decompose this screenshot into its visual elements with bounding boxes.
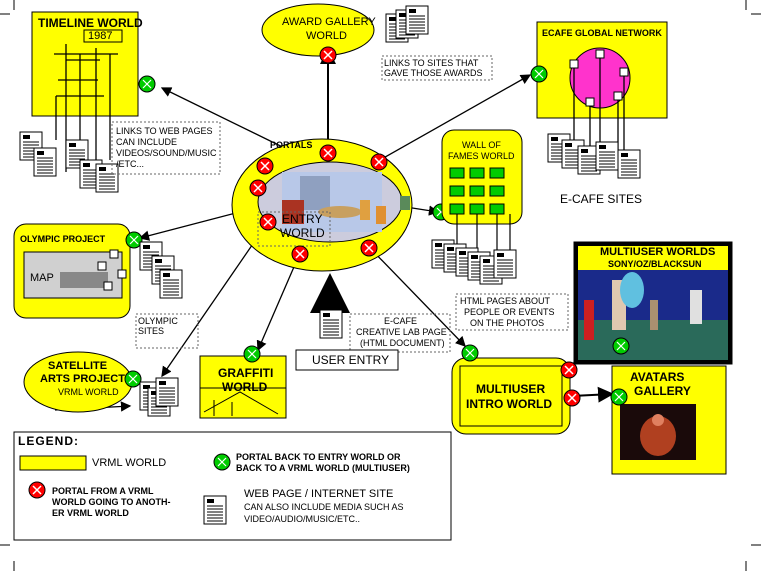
multiuser-worlds-1[interactable]: MULTIUSER WORLDS	[600, 246, 716, 258]
olympic-docs	[139, 241, 183, 299]
legend-green-1: PORTAL BACK TO ENTRY WORLD OR	[236, 452, 401, 462]
multiuser-intro-node	[451, 357, 571, 435]
avatars-gallery-1[interactable]: AVATARS	[630, 370, 685, 384]
legend-web-title: WEB PAGE / INTERNET SITE	[244, 488, 394, 500]
award-docs	[385, 5, 429, 43]
creative-lab-2: CREATIVE LAB PAGE	[356, 327, 447, 337]
timeline-note-4: /ETC...	[116, 159, 145, 169]
entry-world-1[interactable]: ENTRY	[282, 212, 323, 226]
legend-red-3: ER VRML WORLD	[52, 508, 129, 518]
html-pages-1: HTML PAGES ABOUT	[460, 296, 551, 306]
html-pages-3: ON THE PHOTOS	[470, 318, 545, 328]
timeline-note-1: LINKS TO WEB PAGES	[116, 126, 213, 136]
wall-of-fame-2[interactable]: FAMES WORLD	[448, 151, 515, 161]
legend-title: LEGEND:	[18, 434, 79, 448]
legend-green-2: BACK TO A VRML WORLD (MULTIUSER)	[236, 463, 410, 473]
graffiti-2[interactable]: WORLD	[222, 380, 268, 394]
entry-world-2[interactable]: WORLD	[280, 226, 325, 240]
multiuser-intro-2[interactable]: INTRO WORLD	[466, 397, 552, 411]
timeline-docs	[19, 131, 119, 193]
award-note-1: LINKS TO SITES THAT	[384, 58, 479, 68]
award-note-2: GAVE THOSE AWARDS	[384, 68, 483, 78]
timeline-note-3: VIDEOS/SOUND/MUSIC	[116, 148, 217, 158]
olympic-sites-1: OLYMPIC	[138, 316, 178, 326]
entry-world-render	[282, 172, 410, 232]
satellite-2[interactable]: ARTS PROJECT	[40, 373, 125, 385]
portals-title: PORTALS	[270, 140, 313, 150]
creative-lab-1: E-CAFE	[384, 316, 418, 326]
legend-web-1: CAN ALSO INCLUDE MEDIA SUCH AS	[244, 502, 404, 512]
award-gallery-title-1[interactable]: AWARD GALLERY	[282, 16, 376, 28]
user-entry-title: USER ENTRY	[312, 353, 390, 367]
satellite-docs	[139, 377, 179, 417]
award-gallery-node	[261, 3, 375, 57]
legend-web-2: VIDEO/AUDIO/MUSIC/ETC..	[244, 514, 361, 524]
timeline-year: 1987	[88, 30, 113, 42]
graffiti-1[interactable]: GRAFFITI	[218, 366, 274, 380]
timeline-note-2: CAN INCLUDE	[116, 137, 178, 147]
satellite-1[interactable]: SATELLITE	[48, 360, 108, 372]
wall-of-fame-1[interactable]: WALL OF	[462, 140, 501, 150]
creative-lab-3: (HTML DOCUMENT)	[360, 338, 445, 348]
award-gallery-title-2[interactable]: WORLD	[306, 30, 347, 42]
multiuser-worlds-2[interactable]: SONY/OZ/BLACKSUN	[608, 259, 702, 269]
legend-red-1: PORTAL FROM A VRML	[52, 486, 154, 496]
avatars-gallery-2[interactable]: GALLERY	[634, 384, 691, 398]
olympic-map-label: MAP	[30, 272, 54, 284]
timeline-world-title: TIMELINE WORLD	[38, 16, 143, 30]
html-pages-2: PEOPLE OR EVENTS	[464, 307, 555, 317]
ecafe-docs	[547, 133, 641, 179]
legend-box	[13, 431, 452, 541]
multiuser-intro-1[interactable]: MULTIUSER	[476, 382, 546, 396]
ecafe-global-title[interactable]: ECAFE GLOBAL NETWORK	[542, 28, 662, 38]
legend-vrml-world: VRML WORLD	[92, 457, 167, 469]
wall-docs	[431, 239, 517, 285]
olympic-project-title[interactable]: OLYMPIC PROJECT	[20, 234, 106, 244]
legend-red-2: WORLD GOING TO ANOTH-	[52, 497, 171, 507]
ecafe-sites-title: E-CAFE SITES	[560, 192, 643, 206]
olympic-sites-2: SITES	[138, 326, 165, 336]
satellite-3[interactable]: VRML WORLD	[58, 387, 119, 397]
